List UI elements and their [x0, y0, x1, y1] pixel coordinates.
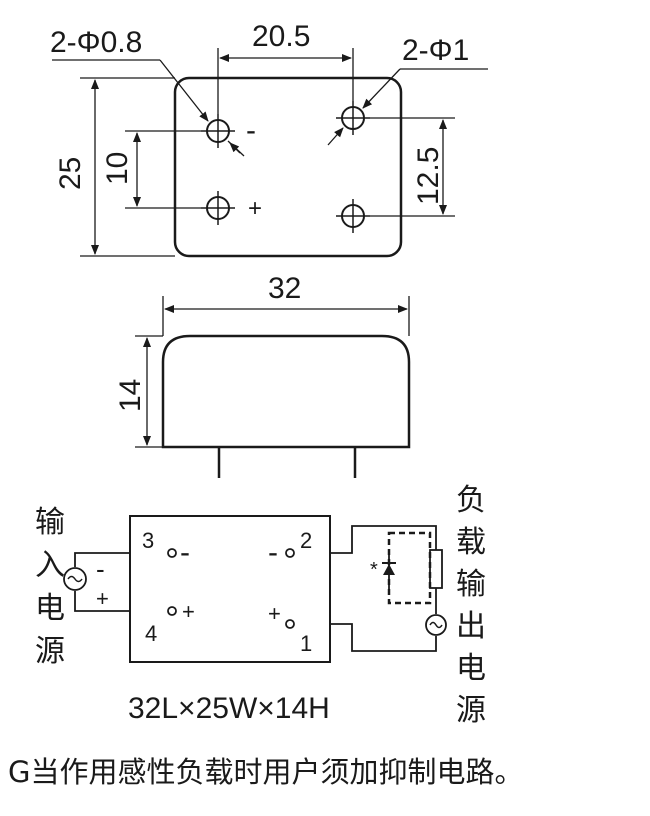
svg-text:负: 负: [456, 483, 486, 518]
svg-text:电: 电: [456, 651, 486, 686]
pin-hole-bottom-left: [201, 191, 235, 225]
pin-1-label: 1: [300, 631, 312, 656]
input-plus: +: [96, 586, 109, 611]
load-source-label: 负 载 输 出 电 源: [456, 483, 486, 728]
pin-3-label: 3: [142, 528, 154, 553]
svg-text:电: 电: [35, 591, 65, 626]
terminal-3: [167, 548, 177, 558]
dim-length: 32: [268, 272, 301, 305]
input-minus: -: [96, 554, 105, 584]
pin-hole-top-left: [201, 114, 235, 148]
dim-height-side: 14: [114, 379, 147, 412]
module-wiring-outline: [129, 515, 331, 663]
terminal-4: [167, 606, 177, 616]
svg-text:输: 输: [35, 505, 65, 540]
pin-hole-bottom-right: [336, 199, 370, 233]
svg-text:出: 出: [456, 609, 486, 644]
dim-pin-spacing-left: 10: [101, 152, 134, 185]
side-view: 32 14: [114, 272, 411, 478]
sign-minus-left: -: [180, 536, 190, 569]
suppression-diode: [383, 564, 395, 575]
dim-height-top: 25: [54, 157, 87, 190]
size-label: 32L×25W×14H: [128, 692, 330, 725]
suppression-star: *: [370, 559, 378, 581]
svg-text:源: 源: [35, 634, 65, 669]
pin-2-label: 2: [300, 528, 312, 553]
dim-hole-small: 2-Φ0.8: [50, 26, 142, 59]
sign-minus-right: -: [268, 536, 278, 569]
svg-text:载: 载: [456, 525, 486, 560]
input-source-label: 输 入 电 源: [35, 505, 65, 669]
top-view: - + 20.5 2-Φ0.8 2-Φ1 25 10 12.5: [50, 20, 488, 258]
suppression-circuit-box: [387, 531, 432, 605]
terminal-2: [285, 548, 295, 558]
output-source-symbol: [425, 614, 447, 636]
dim-pin-spacing-right: 12.5: [412, 147, 445, 205]
svg-text:输: 输: [456, 567, 486, 602]
load-resistor: [429, 549, 443, 589]
dim-width-holes: 20.5: [252, 20, 310, 53]
sign-plus-left: +: [182, 599, 195, 624]
terminal-1: [285, 619, 295, 629]
pin-4-label: 4: [145, 621, 157, 646]
pin-minus-mark: -: [246, 114, 256, 147]
pin-hole-top-right: [336, 101, 370, 135]
wiring-diagram: 3 2 4 1 - - + + - + * 输 入 电 源: [35, 483, 486, 728]
module-top-outline: [173, 76, 403, 258]
pin-plus-mark: +: [248, 195, 262, 222]
module-side-outline: [161, 334, 411, 449]
note-text: G当作用感性负载时用户须加抑制电路。: [8, 755, 523, 789]
sign-plus-right: +: [268, 601, 281, 626]
dim-hole-large: 2-Φ1: [402, 34, 469, 67]
input-source-symbol: [63, 567, 87, 591]
svg-text:源: 源: [456, 693, 486, 728]
svg-text:入: 入: [35, 548, 65, 583]
